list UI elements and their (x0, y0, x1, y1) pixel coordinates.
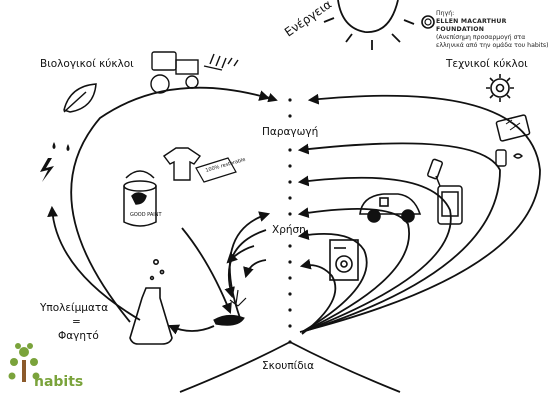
ellen-macarthur-logo-icon (421, 15, 435, 29)
bio-arrow-up-1 (228, 211, 271, 319)
label-production: Παραγωγή (262, 126, 319, 138)
energy-arrow (263, 93, 278, 103)
bio-arrow-to-flask (168, 324, 215, 335)
label-residues-eq: = (72, 316, 81, 328)
source-line4: ελληνικά από την ομάδα του habits) (436, 42, 549, 49)
label-bio-cycles: Βιολογικοί κύκλοι (40, 58, 134, 70)
tech-arrow-5 (297, 229, 368, 333)
tablet-icon (495, 114, 531, 142)
waste-mound (179, 340, 401, 393)
compost-sprout-icon (213, 289, 247, 326)
flask-icon (129, 258, 173, 345)
tech-arrow-2 (297, 142, 501, 333)
washing-machine-icon (329, 239, 359, 281)
bio-arrow-outer (70, 86, 271, 323)
paint-can-text: GOOD PAINT (130, 212, 163, 218)
habits-logo-text: habits (34, 374, 84, 390)
source-line1: Πηγή: (436, 10, 455, 17)
bio-arrow-use-2 (243, 259, 267, 279)
label-residues-line2: Φαγητό (58, 330, 99, 342)
rain-lightning-icon (40, 142, 70, 182)
gear-icon (486, 74, 514, 102)
bio-cycle-arrows (47, 86, 271, 335)
tech-arrow-outer (299, 93, 541, 333)
tech-cycle-arrows (297, 93, 541, 335)
source-org: ELLEN MACARTHUR FOUNDATION (436, 18, 507, 33)
tech-arrow-4 (297, 207, 410, 333)
phone-plug-icon (495, 149, 523, 167)
source-line3: (Ανεπίσημη προσαρμογή στα (436, 34, 526, 41)
label-waste: Σκουπίδια (262, 360, 315, 372)
car-icon (359, 193, 422, 223)
tech-arrow-3 (297, 175, 452, 333)
sun-icon (323, 0, 415, 50)
label-use: Χρήση (272, 224, 306, 236)
price-tag-icon: 100% restorable (195, 157, 246, 183)
bio-arrow-to-compost-2 (181, 227, 232, 315)
leaf-icon (63, 83, 97, 113)
label-residues-line1: Υπολείμματα (40, 302, 109, 314)
habits-logo-icon (8, 343, 40, 382)
tshirt-icon (162, 147, 202, 181)
label-tech-cycles: Τεχνικοί κύκλοι (446, 58, 528, 70)
tractor-icon (150, 51, 239, 94)
paint-can-icon: GOOD PAINT (123, 170, 163, 227)
tech-arrow-6 (299, 258, 337, 335)
bio-arrow-rain (47, 205, 141, 321)
source-credit: Πηγή: ELLEN MACARTHUR FOUNDATION (Ανεπίσ… (436, 10, 554, 50)
bio-arrow-use-1 (226, 245, 255, 264)
